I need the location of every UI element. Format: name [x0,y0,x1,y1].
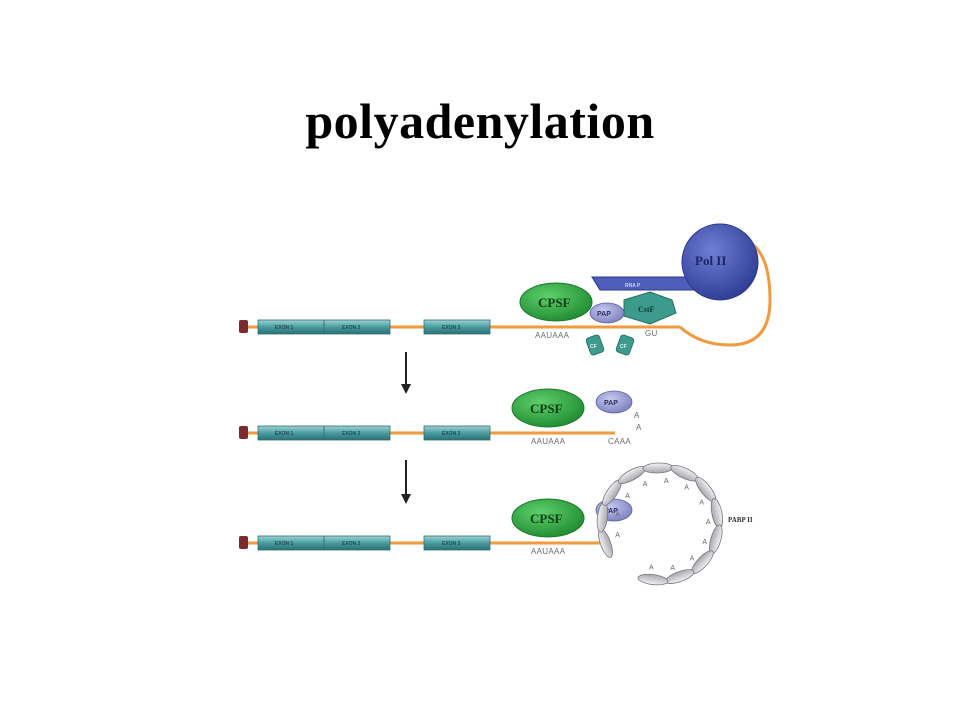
pabp-ring: A A A A A A A A A A A A [596,462,723,586]
poly-a-letter: A [684,485,689,492]
pap [595,390,633,414]
gu-sequence: GU [645,329,658,338]
cstf-label: CstF [638,305,655,314]
cf-factor-1-label: CF [590,344,597,350]
poly-a-letter: A [702,539,707,546]
poly-a-letter: A [615,511,620,518]
pabp-label: PABP II [728,516,753,524]
exon-2-label: EXON 2 [342,325,361,331]
exon-2-label: EXON 2 [342,541,361,547]
signal-sequence: AAUAAA [531,437,566,446]
pabp-protein [665,569,695,584]
poly-a-letter: A [690,556,695,563]
exon-3-label: EXON 3 [442,325,461,331]
arrow-down-1 [401,352,411,394]
row-poly-a-tail: EXON 1 EXON 2 EXON 3 CPSF PAP AAUAAA AAA… [239,462,753,586]
exon-2-label: EXON 2 [342,431,361,437]
cf-factor-1 [585,334,605,356]
cpsf [511,498,585,538]
cap [239,320,248,333]
slide-title: polyadenylation [305,93,655,149]
cpsf-label: CPSF [530,401,563,416]
exon-2 [323,535,391,551]
pap-label: PAP [604,508,618,515]
signal-sequence: AAUAAA [531,547,566,556]
poly-a-letter: A [625,493,630,500]
cf-factor-2-label: CF [620,344,627,350]
cap [239,426,248,439]
poly-a-letter: A [649,565,654,572]
pabp-protein [637,573,669,586]
exon-3 [423,319,491,335]
cpsf [511,388,585,428]
poly-a-letter: A [664,478,669,485]
exon-3-label: EXON 3 [442,541,461,547]
poly-a-letter: A [706,519,711,526]
cstf [623,291,677,325]
pabp-protein [709,524,723,555]
pabp-protein [642,462,674,474]
poly-a-letter: A [699,499,704,506]
pap-label: PAP [604,400,618,407]
cap [239,536,248,549]
pol2 [681,223,759,301]
pabp-protein [710,498,723,529]
poly-a-letter: A [615,532,620,539]
exon-3-label: EXON 3 [442,431,461,437]
row-cleavage-complex: EXON 1 EXON 2 EXON 3 RNA P Pol II CPSF C… [239,223,772,356]
ctd-label: RNA P [625,283,641,289]
exon-1-label: EXON 1 [275,431,294,437]
cpsf-label: CPSF [530,511,563,526]
exon-1-label: EXON 1 [275,325,294,331]
cpsf-label: CPSF [538,295,571,310]
tail-sequence: CAAA [608,437,631,446]
cf-factor-2 [615,334,635,356]
tail-letter-1: A [634,411,640,420]
exon-2 [323,319,391,335]
tail-letter-2: A [636,423,642,432]
pol2-label: Pol II [695,253,726,268]
exon-2 [323,425,391,441]
row-cleavage: EXON 1 EXON 2 EXON 3 CPSF PAP AAUAAA CAA… [239,388,642,446]
poly-a-letter: A [643,481,648,488]
signal-sequence: AAUAAA [535,331,570,340]
pap-label: PAP [597,311,611,318]
pap [589,302,625,324]
cpsf [519,282,593,322]
arrow-down-2 [401,460,411,504]
exon-3 [423,535,491,551]
exon-1-label: EXON 1 [275,541,294,547]
pol2-rna-tail [678,238,772,347]
poly-a-letter: A [670,565,675,572]
exon-3 [423,425,491,441]
